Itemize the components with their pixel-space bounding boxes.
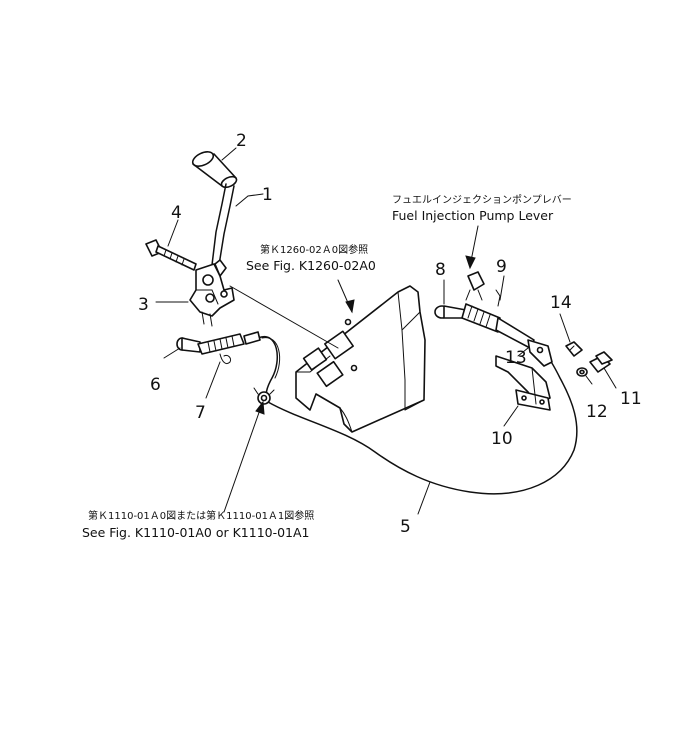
label-part-7: 7 [195,403,206,423]
label-part-11: 11 [620,389,642,409]
control-cable [257,335,578,495]
clevis-pin-8 [434,305,467,319]
pin-6 [176,337,201,353]
label-part-13: 13 [505,348,527,368]
lever-bracket-assembly [189,259,235,327]
lever-rod [211,183,235,266]
note-ref-k1110-en: See Fig. K1110-01A0 or K1110-01A1 [82,525,310,540]
label-part-9: 9 [496,257,507,277]
bolt-4 [145,239,197,271]
label-part-1: 1 [262,185,273,205]
note-fuel-lever-en: Fuel Injection Pump Lever [392,208,554,223]
bolt-14 [565,341,583,357]
reference-arrows [223,225,479,513]
bolt-11 [589,351,613,373]
note-fuel-lever-jp: フュエルインジェクションポンプレバー [392,194,572,206]
label-part-10: 10 [491,429,513,449]
note-ref-k1260-jp: 第Ｋ1260-02Ａ0図参照 [260,243,368,256]
washer-12 [576,367,588,377]
cable-clamp [253,387,275,405]
label-part-5: 5 [400,517,411,537]
label-part-8: 8 [435,260,446,280]
bracket-10 [495,355,551,411]
label-part-2: 2 [236,131,247,151]
leader-lines [155,147,617,515]
note-ref-k1260-en: See Fig. K1260-02A0 [246,258,376,273]
label-part-4: 4 [171,203,182,223]
link-13 [527,339,553,367]
cable-end-9 [461,271,535,349]
label-part-14: 14 [550,293,572,313]
label-part-12: 12 [586,402,608,422]
lever-knob [191,151,238,189]
label-part-3: 3 [138,295,149,315]
cable-end-7 [197,331,261,365]
label-part-6: 6 [150,375,161,395]
note-ref-k1110-jp: 第Ｋ1110-01Ａ0図または第Ｋ1110-01Ａ1図参照 [88,509,314,522]
mounting-bracket [295,285,426,433]
